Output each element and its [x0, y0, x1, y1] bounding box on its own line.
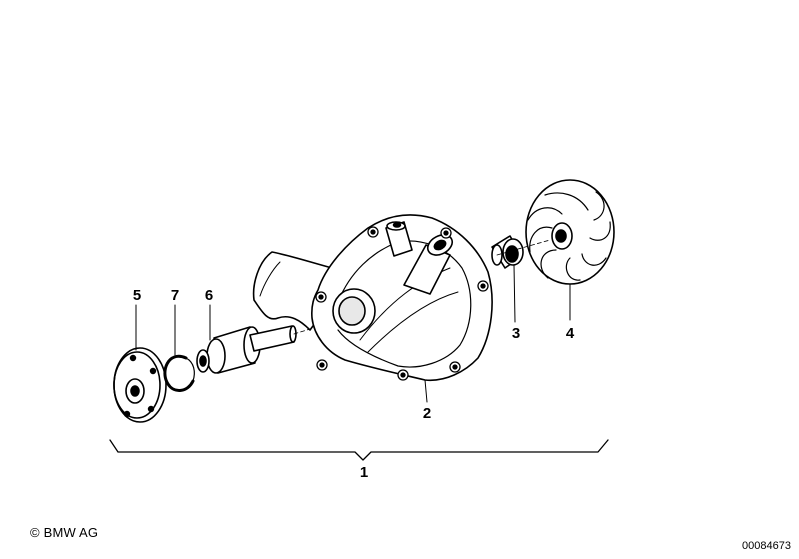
circlip-part-7 — [163, 304, 195, 392]
hub-flange-part-5 — [113, 304, 167, 423]
callout-6: 6 — [205, 287, 213, 304]
assembly-bracket — [109, 439, 609, 461]
shaft-bearing-part-6 — [196, 304, 346, 374]
callout-1: 1 — [360, 464, 368, 481]
callout-5: 5 — [133, 287, 141, 304]
pump-housing-part-2 — [252, 214, 493, 403]
callout-4: 4 — [566, 325, 575, 342]
drawing-number: 00084673 — [742, 540, 791, 552]
callout-2: 2 — [423, 405, 431, 422]
callout-3: 3 — [512, 325, 520, 342]
copyright-notice: © BMW AG — [30, 525, 99, 540]
impeller-part-4 — [496, 179, 615, 321]
callout-7: 7 — [171, 287, 179, 304]
